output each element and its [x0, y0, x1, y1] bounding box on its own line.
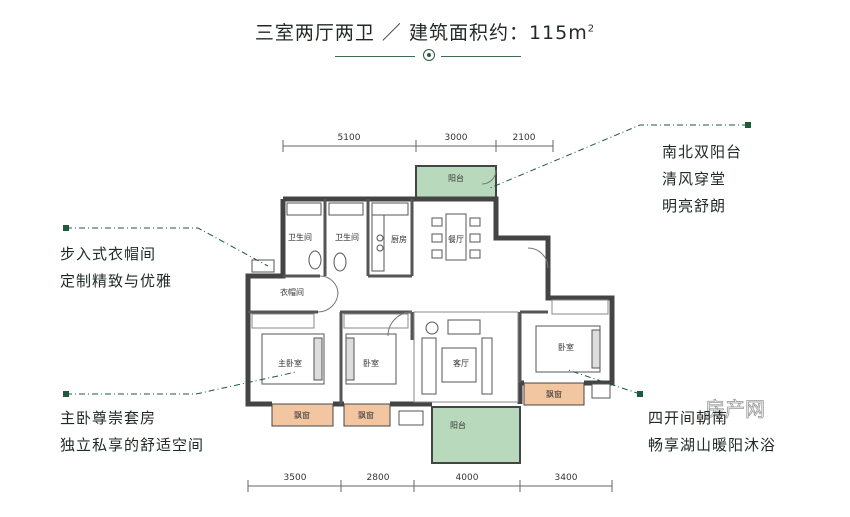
note-top-right: 南北双阳台 清风穿堂 明亮舒朗: [662, 139, 742, 220]
top-dimension-lines: [282, 140, 554, 152]
header-ornament-icon: [423, 49, 435, 61]
note-line: 定制精致与优雅: [60, 272, 173, 290]
watermark: 房产网: [705, 397, 765, 421]
note-line: 明亮舒朗: [662, 197, 727, 215]
dim-top-2: 3000: [445, 133, 468, 143]
room-label-kitchen: 厨房: [391, 234, 407, 244]
room-label-living: 客厅: [453, 358, 469, 368]
note-line: 四开间朝南: [648, 409, 729, 427]
dim-top-3: 2100: [513, 133, 536, 143]
room-label-bath-1: 卫生间: [288, 232, 312, 242]
room-label-master: 主卧室: [278, 358, 302, 368]
furniture: [251, 202, 611, 426]
window-frames: [251, 299, 609, 403]
note-marker-left-top: [63, 225, 69, 231]
note-left-top: 步入式衣帽间 定制精致与优雅: [60, 241, 172, 295]
note-line: 南北双阳台: [662, 143, 743, 161]
balcony-bottom: [431, 406, 521, 464]
header-rule-right: [441, 56, 521, 57]
header-rule-left: [335, 56, 415, 57]
leader-lines: [66, 124, 748, 395]
room-label-bay-1: 飘窗: [294, 410, 310, 420]
room-label-bedroom-mid: 卧室: [363, 358, 379, 368]
room-label-closet: 衣帽间: [280, 287, 304, 297]
room-label-bay-2: 飘窗: [358, 410, 374, 420]
balcony-top: [415, 165, 497, 199]
note-line: 畅享湖山暖阳沐浴: [648, 436, 777, 454]
bay-window-3: [523, 382, 585, 406]
page-title: 三室两厅两卫 ／ 建筑面积约：115m2: [0, 18, 850, 45]
title-text: 三室两厅两卫 ／ 建筑面积约：115m: [254, 22, 588, 44]
dim-bottom-3: 4000: [456, 473, 479, 483]
note-marker-bottom-right: [637, 391, 643, 397]
area-unit-superscript: 2: [587, 23, 596, 35]
dim-top-1: 5100: [338, 133, 361, 143]
dim-bottom-4: 3400: [555, 473, 578, 483]
dim-bottom-1: 3500: [284, 473, 307, 483]
room-label-balcony-top: 阳台: [448, 173, 464, 183]
note-line: 主卧尊崇套房: [60, 409, 157, 427]
note-line: 步入式衣帽间: [60, 245, 157, 263]
bay-window-1: [271, 403, 334, 427]
room-label-balcony-bottom: 阳台: [450, 420, 466, 430]
dim-bottom-2: 2800: [367, 473, 390, 483]
note-line: 独立私享的舒适空间: [60, 436, 205, 454]
bottom-dimension-lines: [247, 480, 613, 492]
note-marker-left-bottom: [63, 391, 69, 397]
note-marker-top-right: [745, 122, 751, 128]
bay-window-2: [343, 403, 391, 427]
note-bottom-right: 四开间朝南 畅享湖山暖阳沐浴: [648, 405, 776, 459]
room-label-dining: 餐厅: [448, 235, 464, 244]
note-left-bottom: 主卧尊崇套房 独立私享的舒适空间: [60, 405, 204, 459]
room-label-bay-3: 飘窗: [546, 389, 562, 399]
room-label-bedroom-right: 卧室: [558, 342, 574, 352]
note-line: 清风穿堂: [662, 170, 727, 188]
door-swings: [317, 169, 549, 337]
room-label-bath-2: 卫生间: [335, 232, 359, 242]
interior-walls: [248, 199, 548, 404]
